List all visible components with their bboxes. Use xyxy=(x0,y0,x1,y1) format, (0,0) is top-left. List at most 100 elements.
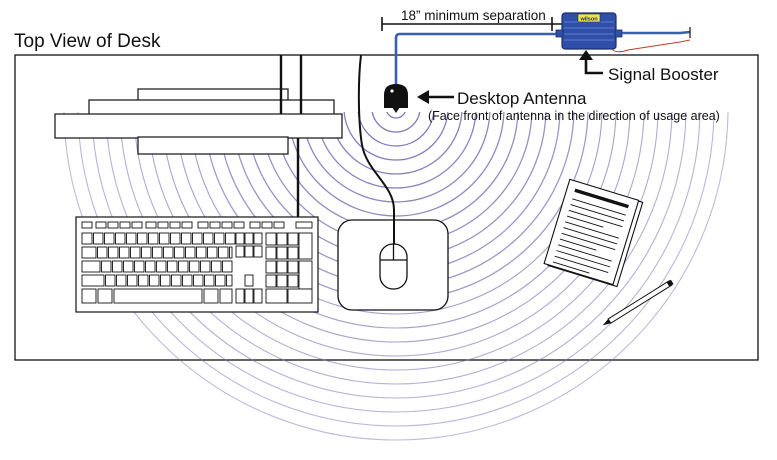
signal-wave xyxy=(105,112,687,399)
keyboard-key xyxy=(265,232,277,246)
keyboard-key xyxy=(81,274,105,287)
signal-wave xyxy=(315,112,477,189)
mouse-icon xyxy=(379,243,408,290)
keyboard-key xyxy=(193,274,204,287)
keyboard-key xyxy=(113,288,203,304)
keyboard-key xyxy=(235,232,245,245)
keyboard-key xyxy=(244,274,254,287)
keyboard-icon xyxy=(75,216,319,313)
keyboard-key xyxy=(197,221,209,229)
signal-booster-icon: wilson xyxy=(555,12,623,50)
keyboard-key xyxy=(169,221,181,229)
keyboard-key xyxy=(181,221,193,229)
keyboard-key xyxy=(203,232,214,245)
signal-wave xyxy=(63,112,729,441)
keyboard-key xyxy=(126,232,137,245)
keyboard-key xyxy=(287,288,313,304)
paper-text-line xyxy=(568,209,623,228)
keyboard-key xyxy=(221,221,233,229)
keyboard-key xyxy=(229,246,233,259)
desk-title: Top View of Desk xyxy=(14,31,161,52)
keyboard-key xyxy=(141,246,152,259)
keyboard-key xyxy=(287,274,299,288)
keyboard-key xyxy=(130,246,141,259)
paper-text-line xyxy=(558,244,612,262)
keyboard-key xyxy=(178,260,189,273)
keyboard-key xyxy=(108,246,119,259)
paper-text-line xyxy=(556,250,611,268)
keyboard-key xyxy=(163,246,174,259)
keyboard-key xyxy=(97,288,113,304)
signal-wave xyxy=(77,112,715,427)
keyboard-key xyxy=(226,274,233,287)
keyboard-key xyxy=(119,246,130,259)
keyboard-key xyxy=(127,274,138,287)
signal-booster-label: Signal Booster xyxy=(608,65,719,84)
signal-wave xyxy=(133,112,659,371)
desk-outline xyxy=(14,54,759,361)
keyboard-key xyxy=(244,288,254,304)
keyboard-key xyxy=(137,232,148,245)
separation-measure xyxy=(381,17,562,31)
keyboard-key xyxy=(160,274,171,287)
paper-text-line xyxy=(561,232,616,251)
keyboard-key xyxy=(81,232,93,245)
keyboard-key xyxy=(138,274,149,287)
keyboard-key xyxy=(276,274,288,288)
keyboard-key xyxy=(119,221,131,229)
keyboard-key xyxy=(157,221,169,229)
signal-wave xyxy=(189,112,603,315)
keyboard-key xyxy=(115,232,126,245)
keyboard-key xyxy=(218,246,229,259)
keyboard-key xyxy=(170,232,181,245)
keyboard-key xyxy=(148,232,159,245)
keyboard-key xyxy=(298,232,313,260)
antenna-cable xyxy=(394,32,562,88)
keyboard-key xyxy=(265,260,277,274)
keyboard-key xyxy=(235,288,245,304)
keyboard-key xyxy=(265,246,277,260)
signal-wave xyxy=(301,112,491,203)
keyboard-key xyxy=(156,260,167,273)
booster-brand: wilson xyxy=(579,17,598,23)
keyboard-key xyxy=(287,232,299,246)
keyboard-key xyxy=(207,246,218,259)
keyboard-key xyxy=(131,221,143,229)
keyboard-key xyxy=(276,260,288,274)
keyboard-key xyxy=(145,260,156,273)
separation-label: 18” minimum separation xyxy=(401,8,546,23)
keyboard-key xyxy=(235,245,245,258)
antenna-direction-note: (Face front of antenna in the direction … xyxy=(428,109,720,123)
desktop-antenna-icon xyxy=(384,84,408,113)
keyboard-key xyxy=(203,288,219,304)
keyboard-key xyxy=(222,260,233,273)
booster-pointer xyxy=(584,55,603,75)
keyboard-key xyxy=(185,246,196,259)
keyboard-key xyxy=(215,274,226,287)
keyboard-key xyxy=(192,232,203,245)
keyboard-key xyxy=(253,245,263,258)
keyboard-key xyxy=(101,260,112,273)
booster-outside-cable xyxy=(622,30,691,35)
keyboard-key xyxy=(261,221,273,229)
keyboard-key xyxy=(204,274,215,287)
keyboard-key xyxy=(181,232,192,245)
keyboard-key xyxy=(219,288,233,304)
signal-wave xyxy=(357,112,435,147)
keyboard-key xyxy=(287,260,299,274)
keyboard-key xyxy=(196,246,207,259)
keyboard-key xyxy=(233,221,245,229)
pencil-icon xyxy=(602,279,674,326)
monitor-icon xyxy=(54,88,343,155)
paper-text-line xyxy=(559,238,597,251)
monitor-cables xyxy=(279,55,303,222)
keyboard-key xyxy=(253,232,263,245)
keyboard-key xyxy=(81,288,97,304)
keyboard-key xyxy=(174,246,185,259)
keyboard-key xyxy=(225,232,236,245)
paper-text-line xyxy=(572,198,626,216)
keyboard-key xyxy=(81,246,97,259)
desktop-antenna-label: Desktop Antenna xyxy=(457,89,587,108)
keyboard-key xyxy=(244,245,254,258)
